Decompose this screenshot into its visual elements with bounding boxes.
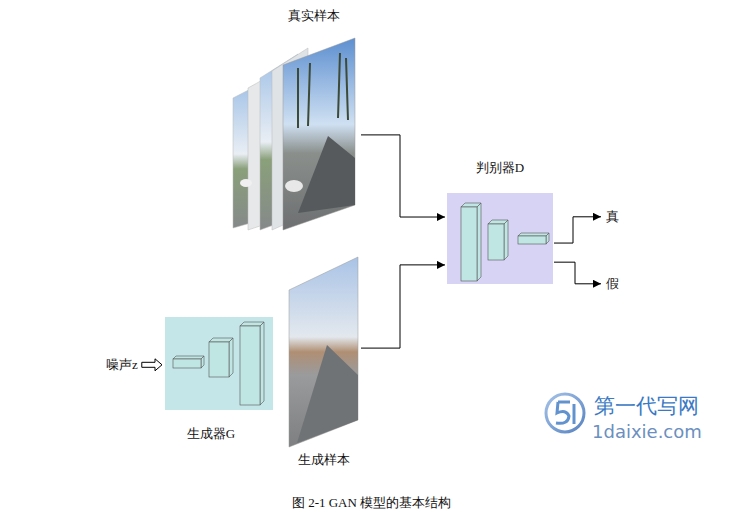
road	[298, 136, 355, 213]
car	[285, 180, 303, 192]
elbow-arrow	[361, 135, 445, 217]
generated-sample-image	[287, 255, 360, 450]
logo-mark	[556, 402, 570, 423]
car	[240, 179, 252, 187]
node-label: 生成器G	[157, 426, 265, 442]
photo-front	[283, 38, 355, 230]
real-sample-images	[228, 8, 360, 233]
logo-mark	[573, 404, 576, 424]
network-layers	[447, 193, 553, 284]
figure-caption: 图 2-1 GAN 模型的基本结构	[0, 495, 743, 511]
node-label: 真	[606, 209, 619, 225]
watermark-logo	[546, 394, 584, 432]
photo	[289, 257, 358, 447]
noise-input: 噪声z	[106, 357, 138, 373]
hollow-arrow	[142, 359, 162, 371]
generator-box: 生成器G	[165, 317, 273, 410]
generated-image: 生成样本	[287, 255, 360, 470]
watermark-url: 1daixie.com	[592, 421, 702, 443]
output-label: 假	[606, 276, 619, 292]
discriminator-box: 判别器D	[447, 193, 553, 284]
watermark-text: 第一代写网	[594, 394, 699, 419]
logo-ring	[546, 394, 584, 432]
image-stack: 真实样本	[228, 8, 360, 233]
node-label: 生成样本	[287, 452, 360, 468]
elbow-arrow	[554, 217, 601, 243]
road	[297, 345, 358, 443]
node-label: 噪声z	[106, 357, 138, 373]
node-label: 假	[606, 276, 619, 292]
network-layers	[165, 317, 273, 410]
node-label: 判别器D	[447, 160, 553, 176]
elbow-arrow	[554, 262, 601, 284]
node-label: 真实样本	[228, 8, 360, 24]
output-label: 真	[606, 209, 619, 225]
tree-trunks	[298, 53, 348, 128]
elbow-arrow	[361, 265, 445, 348]
